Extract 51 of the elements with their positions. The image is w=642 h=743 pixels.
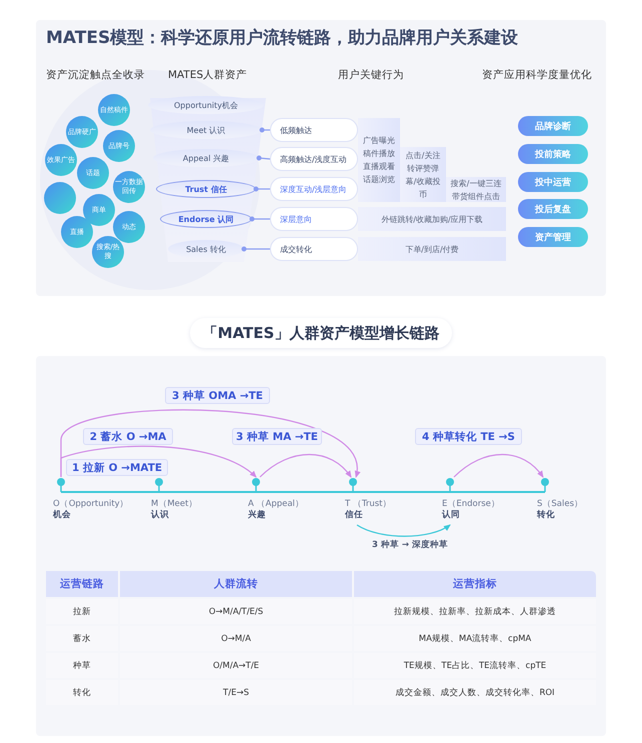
edge-label: 4 种草转化 TE →S xyxy=(415,428,522,445)
connector-line xyxy=(256,156,270,160)
column-heading: 资产应用科学度量优化 xyxy=(482,68,592,82)
table-header-cell: 运营链路 xyxy=(46,571,118,597)
application-pill: 投前策略 xyxy=(518,144,588,164)
stage-name: 转化 xyxy=(537,509,555,521)
column-heading: MATES人群资产 xyxy=(168,68,248,82)
behavior-pill: 高频触达/浅度互动 xyxy=(270,147,358,171)
behavior-pill: 深层意向 xyxy=(270,207,358,231)
stage-tag: 1 拉新 O →MATE xyxy=(66,459,168,476)
behavior-pill: 成交转化 xyxy=(270,237,358,261)
connector-line xyxy=(242,246,270,252)
stage-code: A （Appeal） xyxy=(248,498,304,510)
stage-name: 机会 xyxy=(53,509,71,521)
stage-code: O（Opportunity） xyxy=(53,498,129,510)
stage-name: 认同 xyxy=(442,509,460,521)
stage-code: S（Sales） xyxy=(537,498,584,510)
behavior-cell: 广告曝光稿件播放直播观看话题浏览 xyxy=(358,118,400,202)
connector-line xyxy=(250,216,270,222)
arc-arrow xyxy=(454,454,544,478)
behavior-pill: 深度互动/浅层意向 xyxy=(270,177,358,201)
connector-line xyxy=(260,128,270,132)
behavior-cell: 点击/关注转评赞弹幕/收藏投币 xyxy=(400,147,446,202)
behavior-cell: 搜索/一键三连带货组件点击 xyxy=(446,177,506,202)
column-heading: 资产沉淀触点全收录 xyxy=(46,68,145,82)
arc-arrow xyxy=(260,454,352,478)
arc-arrow xyxy=(60,409,359,478)
application-pill: 品牌诊断 xyxy=(518,116,588,136)
stage-name: 兴趣 xyxy=(248,509,266,521)
behavior-pill: 低频触达 xyxy=(270,118,358,142)
column-heading: 用户关键行为 xyxy=(338,68,404,82)
edge-label: 3 种草 OMA →TE xyxy=(165,387,270,404)
behavior-cell: 外链跳转/收藏加购/应用下载 xyxy=(358,207,506,231)
title: MATES模型：科学还原用户流转链路，助力品牌用户关系建设 xyxy=(46,27,520,49)
behavior-cell: 下单/到店/付费 xyxy=(358,237,506,261)
stage-name: 信任 xyxy=(345,509,363,521)
application-pill: 资产管理 xyxy=(518,227,588,247)
stage-name: 认识 xyxy=(151,509,169,521)
edge-label: 2 蓄水 O →MA xyxy=(83,428,173,445)
connector-line xyxy=(254,186,270,192)
section-heading: 「MATES」人群资产模型增长链路 xyxy=(190,318,452,348)
application-pill: 投后复盘 xyxy=(518,199,588,219)
application-pill: 投中运营 xyxy=(518,172,588,192)
table-header-cell: 运营指标 xyxy=(354,571,596,597)
arc-arrow xyxy=(60,446,257,478)
stage-code: E（Endorse） xyxy=(442,498,500,510)
arc-arrow xyxy=(356,524,451,537)
table-header-cell: 人群流转 xyxy=(120,571,352,597)
edge-label: 3 种草 MA →TE xyxy=(232,428,322,445)
stage-code: T （Trust） xyxy=(345,498,392,510)
stage-code: M（Meet） xyxy=(151,498,198,510)
